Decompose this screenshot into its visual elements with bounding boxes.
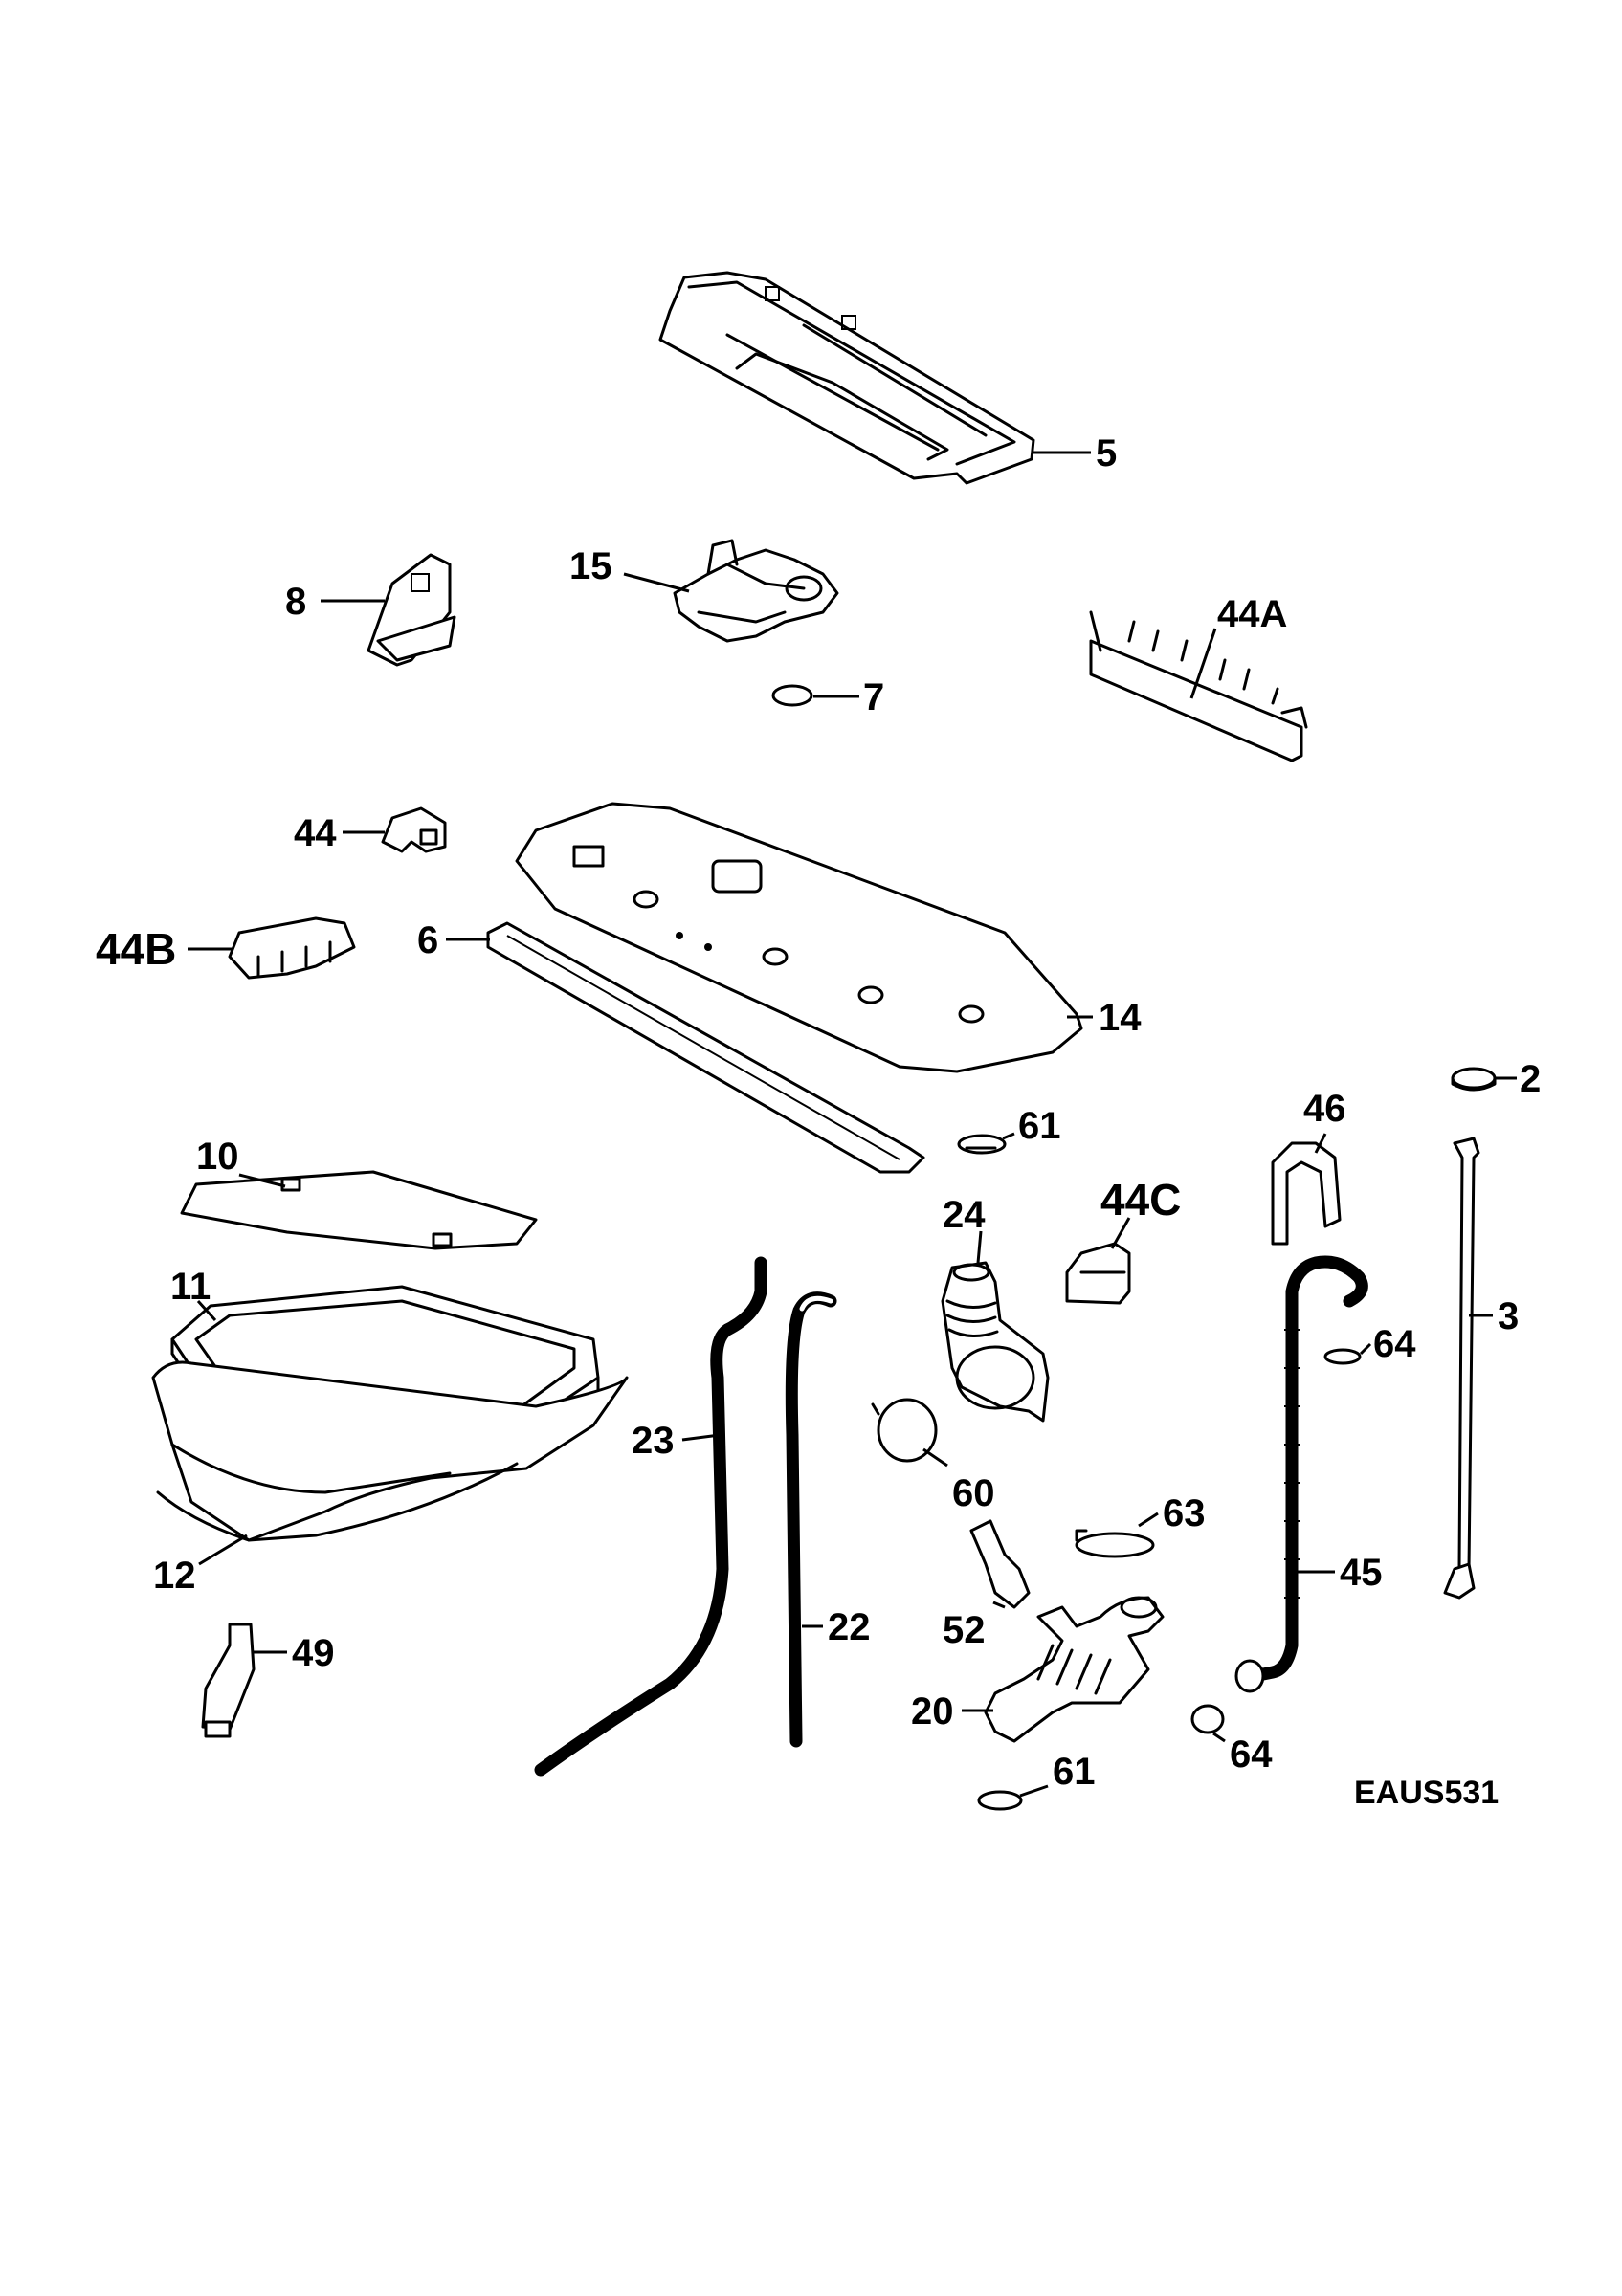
label-45: 45 — [1340, 1552, 1383, 1594]
label-44b: 44B — [96, 924, 176, 974]
part-8-bracket — [367, 553, 456, 667]
part-45-drain-hose — [1234, 1255, 1368, 1693]
part-15-valve — [673, 539, 839, 643]
label-44: 44 — [294, 812, 337, 854]
label-12: 12 — [153, 1555, 196, 1597]
part-7-o-ring — [771, 684, 813, 707]
label-8: 8 — [285, 581, 306, 623]
part-60-ring-clamp — [871, 1398, 938, 1463]
label-11: 11 — [170, 1266, 211, 1308]
label-23: 23 — [632, 1420, 675, 1462]
label-5: 5 — [1096, 432, 1117, 475]
label-46: 46 — [1303, 1088, 1346, 1130]
part-5-top-frame — [658, 271, 1035, 485]
label-2: 2 — [1520, 1058, 1541, 1100]
callout-labels: 5 15 8 7 44A 44 44B 6 14 2 46 61 10 24 4… — [96, 432, 1541, 1793]
label-7: 7 — [863, 676, 884, 718]
part-6-strip — [486, 921, 925, 1174]
part-46-hose-guide — [1271, 1141, 1342, 1246]
label-61-top: 61 — [1018, 1105, 1061, 1147]
part-22-hose — [785, 1292, 837, 1748]
label-64-upper: 64 — [1373, 1323, 1416, 1365]
label-22: 22 — [828, 1606, 871, 1648]
part-52-nipple — [969, 1519, 1031, 1609]
part-44c-clip — [1065, 1242, 1131, 1305]
label-10: 10 — [196, 1136, 239, 1178]
label-6: 6 — [417, 919, 438, 961]
part-44a-clip-rail — [1089, 610, 1308, 762]
part-20-pump-hose — [984, 1596, 1165, 1743]
part-44-clip — [381, 806, 447, 853]
diagram-code: EAUS531 — [1354, 1775, 1499, 1811]
label-15: 15 — [569, 545, 612, 587]
part-23-hose — [534, 1256, 767, 1777]
label-61-bottom: 61 — [1053, 1751, 1096, 1793]
part-61-clamp-top — [957, 1134, 1007, 1155]
part-24-bellows — [941, 1261, 1050, 1423]
part-44b-multi-clip — [228, 916, 356, 980]
label-20: 20 — [911, 1690, 954, 1733]
part-64-ring-lower — [1190, 1704, 1225, 1734]
label-60: 60 — [952, 1472, 995, 1514]
part-14-top-cover — [515, 802, 1083, 1073]
part-10-lid — [180, 1170, 538, 1250]
part-12-outer-tub — [151, 1360, 629, 1542]
leader-lines — [188, 451, 1517, 1798]
part-3-tube — [1443, 1137, 1480, 1600]
label-63: 63 — [1163, 1492, 1206, 1534]
part-2-cap — [1451, 1067, 1497, 1092]
part-64-ring-upper — [1323, 1348, 1362, 1365]
label-64-lower: 64 — [1230, 1733, 1273, 1776]
label-49: 49 — [292, 1632, 335, 1674]
label-3: 3 — [1498, 1295, 1519, 1337]
part-63-clamp — [1075, 1529, 1155, 1558]
label-24: 24 — [943, 1194, 986, 1236]
label-44c: 44C — [1100, 1175, 1181, 1225]
label-44a: 44A — [1217, 593, 1287, 635]
part-49-shield — [201, 1623, 256, 1738]
label-14: 14 — [1099, 997, 1142, 1039]
label-52: 52 — [943, 1609, 986, 1651]
part-61-clamp-bottom — [977, 1790, 1023, 1811]
